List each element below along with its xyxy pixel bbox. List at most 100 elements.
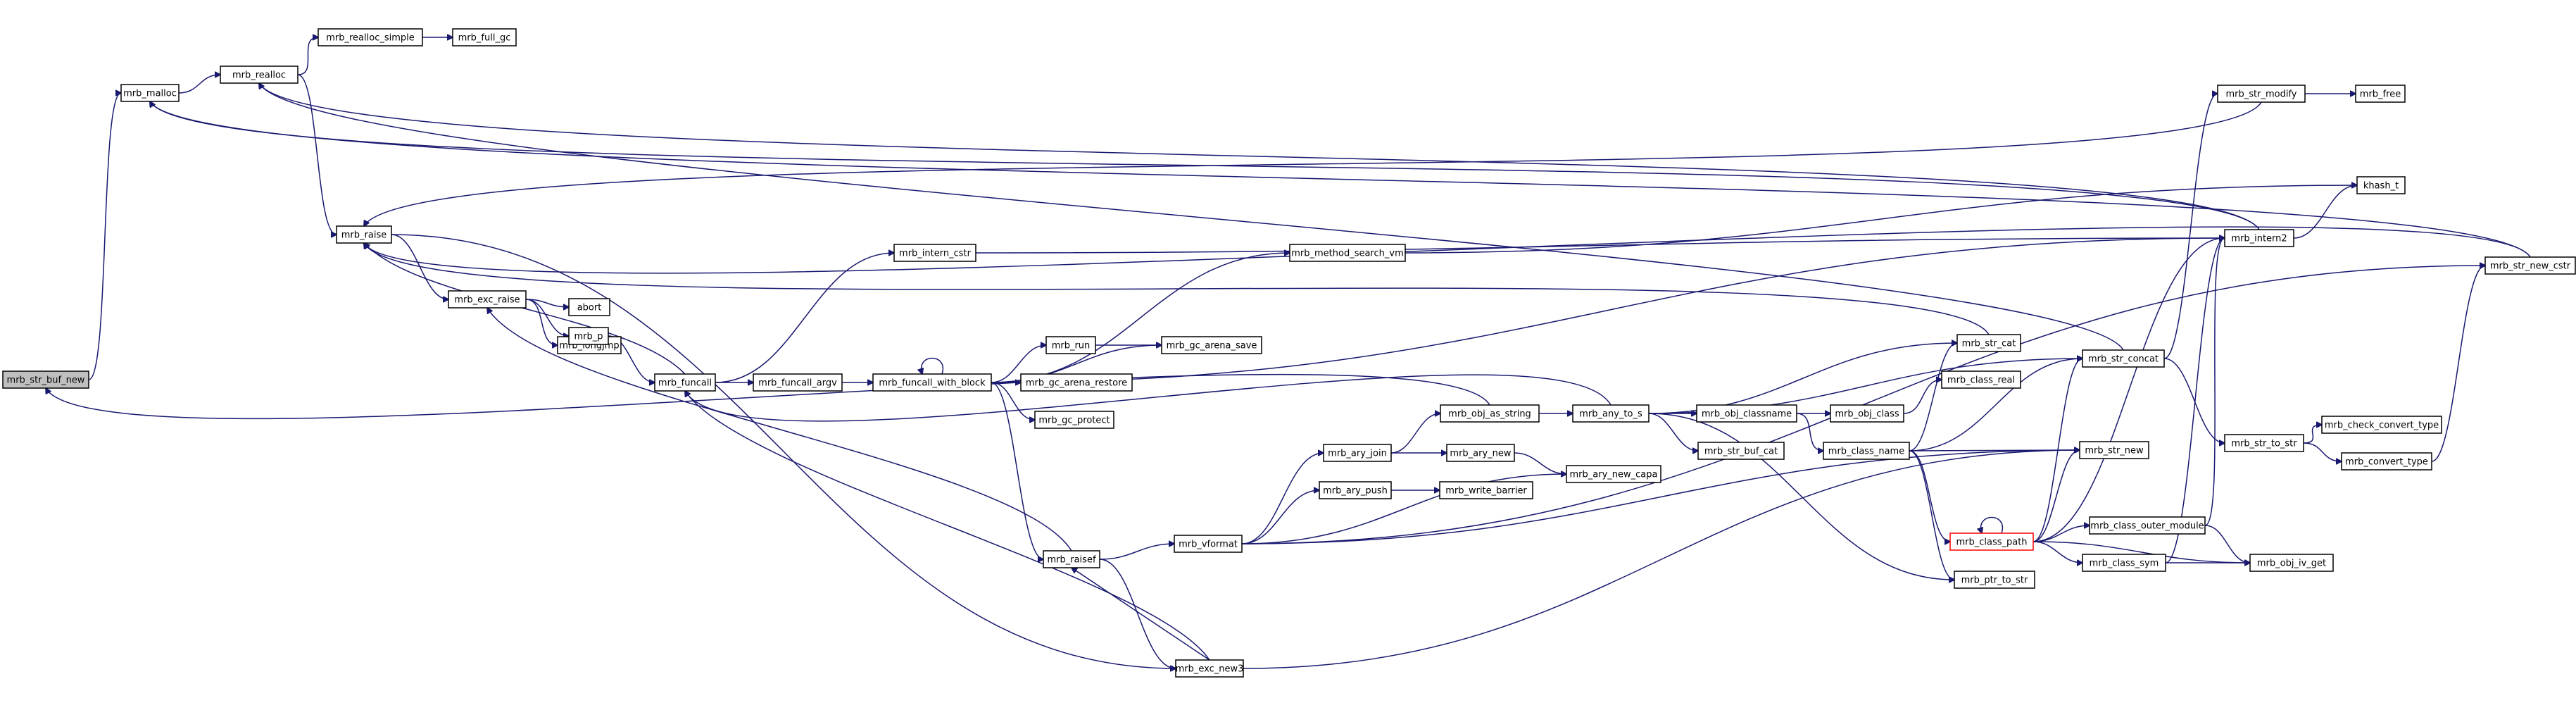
- edge-line: [259, 83, 2124, 351]
- edge-line: [1390, 413, 1440, 454]
- node-label: mrb_obj_iv_get: [2257, 559, 2326, 569]
- node-mrb-method-search-vm[interactable]: mrb_method_search_vm: [1289, 244, 1406, 262]
- edge-mrb-realloc-to-mrb-raise: [297, 74, 337, 235]
- edge-line: [487, 308, 1072, 552]
- node-label: mrb_raisef: [1047, 555, 1095, 566]
- edge-line: [2431, 266, 2485, 462]
- node-mrb-gc-arena-restore[interactable]: mrb_gc_arena_restore: [1020, 373, 1133, 392]
- node-box: [1830, 404, 1904, 423]
- node-label: mrb_any_to_s: [1579, 409, 1642, 420]
- node-mrb-str-new[interactable]: mrb_str_new: [2079, 441, 2149, 459]
- node-box: [1572, 404, 1650, 423]
- node-mrb-exc-raise[interactable]: mrb_exc_raise: [448, 290, 527, 309]
- node-mrb-class-real[interactable]: mrb_class_real: [1941, 370, 2021, 389]
- edge-mrb-exc-raise-to-mrb-p: [525, 299, 569, 336]
- edge-line: [715, 253, 894, 383]
- node-mrb-obj-class[interactable]: mrb_obj_class: [1830, 404, 1904, 423]
- node-abort[interactable]: abort: [568, 298, 610, 316]
- node-mrb-str-modify[interactable]: mrb_str_modify: [2217, 85, 2306, 103]
- node-mrb-intern2[interactable]: mrb_intern2: [2224, 229, 2294, 247]
- node-mrb-realloc-simple[interactable]: mrb_realloc_simple: [318, 28, 423, 46]
- node-mrb-raise[interactable]: mrb_raise: [336, 225, 392, 244]
- node-mrb-class-sym[interactable]: mrb_class_sym: [2082, 554, 2166, 572]
- node-mrb-obj-iv-get[interactable]: mrb_obj_iv_get: [2249, 554, 2334, 572]
- edge-mrb-class-name-to-mrb-class-path: [1909, 450, 1950, 542]
- node-mrb-funcall-argv[interactable]: mrb_funcall_argv: [753, 373, 843, 392]
- edge-mrb-class-name-to-mrb-ptr-to-str: [1909, 450, 1954, 580]
- edge-mrb-any-to-s-to-mrb-ptr-to-str: [1648, 413, 1954, 580]
- node-mrb-p[interactable]: mrb_p: [568, 327, 609, 345]
- node-mrb-str-cat[interactable]: mrb_str_cat: [1956, 334, 2021, 352]
- node-mrb-str-concat[interactable]: mrb_str_concat: [2082, 349, 2165, 368]
- node-mrb-ary-join[interactable]: mrb_ary_join: [1323, 444, 1392, 462]
- node-mrb-free[interactable]: mrb_free: [2355, 85, 2406, 103]
- node-mrb-convert-type[interactable]: mrb_convert_type: [2341, 452, 2432, 471]
- edge-line: [685, 391, 1210, 661]
- node-mrb-str-to-str[interactable]: mrb_str_to_str: [2224, 434, 2304, 452]
- node-mrb-ary-new-capa[interactable]: mrb_ary_new_capa: [1566, 465, 1661, 483]
- node-box: [2321, 416, 2442, 434]
- node-label: mrb_raise: [341, 230, 387, 241]
- node-box: [2355, 85, 2406, 103]
- node-box: [452, 28, 517, 46]
- edge-mrb-exc-new3-to-mrb-raisef: [1072, 568, 1210, 661]
- node-mrb-ptr-to-str[interactable]: mrb_ptr_to_str: [1954, 571, 2035, 589]
- node-mrb-str-buf-new[interactable]: mrb_str_buf_new: [2, 370, 89, 389]
- node-label: mrb_obj_class: [1835, 409, 1899, 420]
- node-mrb-run[interactable]: mrb_run: [1045, 336, 1096, 354]
- node-box: [1446, 444, 1515, 462]
- node-mrb-gc-arena-save[interactable]: mrb_gc_arena_save: [1161, 336, 1262, 354]
- node-label: mrb_funcall_with_block: [879, 378, 986, 389]
- node-mrb-full-gc[interactable]: mrb_full_gc: [452, 28, 517, 46]
- edge-mrb-funcall-with-block-to-mrb-intern2: [991, 238, 2225, 383]
- edge-line: [1648, 413, 1954, 580]
- edge-line: [1241, 490, 1319, 544]
- edge-mrb-class-name-to-mrb-str-concat: [1909, 359, 2082, 451]
- edge-mrb-exc-new3-to-mrb-str-new: [1243, 450, 2080, 669]
- node-mrb-funcall[interactable]: mrb_funcall: [654, 373, 716, 392]
- node-mrb-class-outer-module[interactable]: mrb_class_outer_module: [2089, 516, 2206, 535]
- edge-mrb-intern2-to-khash-t: [2293, 185, 2357, 239]
- node-mrb-str-buf-cat[interactable]: mrb_str_buf_cat: [1697, 442, 1785, 460]
- node-box: [2356, 176, 2406, 194]
- edge-line: [364, 243, 686, 375]
- node-box: [2082, 349, 2165, 368]
- node-box: [220, 66, 299, 84]
- edge-mrb-class-path-to-mrb-class-outer-module: [2032, 525, 2090, 542]
- edge-line: [2163, 94, 2218, 359]
- node-label: mrb_exc_new3: [1176, 664, 1244, 675]
- node-mrb-class-path[interactable]: mrb_class_path: [1949, 532, 2034, 551]
- node-mrb-gc-protect[interactable]: mrb_gc_protect: [1034, 411, 1114, 429]
- node-mrb-check-convert-type[interactable]: mrb_check_convert_type: [2321, 416, 2442, 434]
- node-mrb-obj-as-string[interactable]: mrb_obj_as_string: [1440, 404, 1540, 423]
- node-mrb-ary-push[interactable]: mrb_ary_push: [1319, 481, 1392, 499]
- edge-line: [2032, 541, 2082, 563]
- node-mrb-funcall-with-block[interactable]: mrb_funcall_with_block: [872, 373, 992, 392]
- node-label: mrb_ary_join: [1328, 449, 1387, 459]
- node-khash-t[interactable]: khash_t: [2356, 176, 2406, 194]
- node-mrb-write-barrier[interactable]: mrb_write_barrier: [1439, 481, 1533, 499]
- node-label: mrb_check_convert_type: [2325, 421, 2439, 431]
- edge-mrb-intern2-to-mrb-realloc: [259, 83, 2260, 230]
- edge-line: [150, 101, 2260, 230]
- edge-mrb-convert-type-to-mrb-str-new-cstr: [2431, 266, 2485, 462]
- node-mrb-vformat[interactable]: mrb_vformat: [1174, 535, 1243, 553]
- edge-mrb-class-path-to-mrb-class-path: [1981, 516, 2004, 534]
- node-mrb-realloc[interactable]: mrb_realloc: [220, 66, 299, 84]
- node-mrb-ary-new[interactable]: mrb_ary_new: [1446, 444, 1515, 462]
- node-mrb-intern-cstr[interactable]: mrb_intern_cstr: [893, 244, 976, 262]
- node-mrb-malloc[interactable]: mrb_malloc: [120, 84, 180, 102]
- node-box: [1949, 532, 2034, 551]
- edge-mrb-class-outer-module-to-mrb-intern2: [2204, 238, 2225, 526]
- node-mrb-any-to-s[interactable]: mrb_any_to_s: [1572, 404, 1650, 423]
- edge-line: [991, 345, 1046, 383]
- node-mrb-class-name[interactable]: mrb_class_name: [1823, 442, 1910, 460]
- node-mrb-str-new-cstr[interactable]: mrb_str_new_cstr: [2484, 256, 2576, 275]
- node-box: [120, 84, 180, 102]
- node-label: mrb_str_modify: [2226, 89, 2297, 100]
- node-mrb-obj-classname[interactable]: mrb_obj_classname: [1696, 404, 1797, 423]
- node-box: [1043, 550, 1100, 568]
- node-label: mrb_funcall: [658, 378, 712, 389]
- node-mrb-raisef[interactable]: mrb_raisef: [1043, 550, 1100, 568]
- node-mrb-exc-new3[interactable]: mrb_exc_new3: [1175, 659, 1244, 678]
